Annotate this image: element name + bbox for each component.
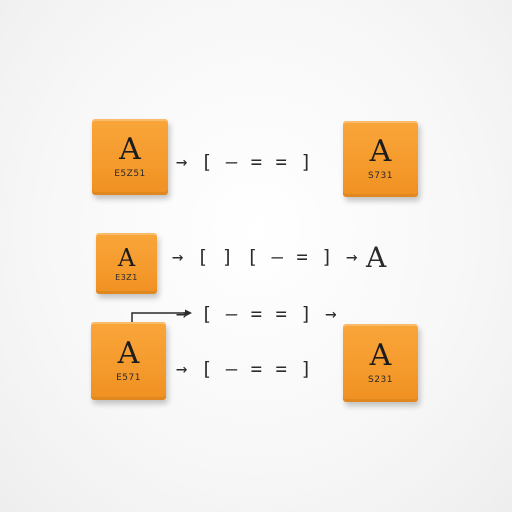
sequence-row-3: → [ – = = ] → (176, 303, 338, 325)
block-top-left: A E5Z51 (92, 119, 168, 195)
block-code: E571 (116, 373, 141, 383)
block-code: E5Z51 (114, 169, 146, 179)
block-bottom-right: A S231 (343, 324, 418, 402)
block-letter: A (117, 336, 140, 371)
block-code: S731 (368, 171, 393, 181)
sequence-row-4: → [ – = = ] (176, 358, 313, 380)
block-letter: A (369, 338, 392, 373)
block-letter: A (117, 243, 136, 272)
block-letter: A (119, 132, 141, 167)
sequence-row-1: → [ – = = ] (176, 151, 313, 173)
block-middle-small: A E3Z1 (96, 233, 157, 294)
block-code: E3Z1 (115, 272, 138, 282)
block-bottom-left: A E571 (91, 322, 166, 400)
sequence-row-2: → [ ] [ – = ] → (172, 246, 359, 268)
block-top-right: A S731 (343, 121, 418, 197)
block-code: S231 (368, 375, 393, 385)
block-letter: A (369, 134, 392, 169)
output-letter: A (366, 241, 387, 274)
